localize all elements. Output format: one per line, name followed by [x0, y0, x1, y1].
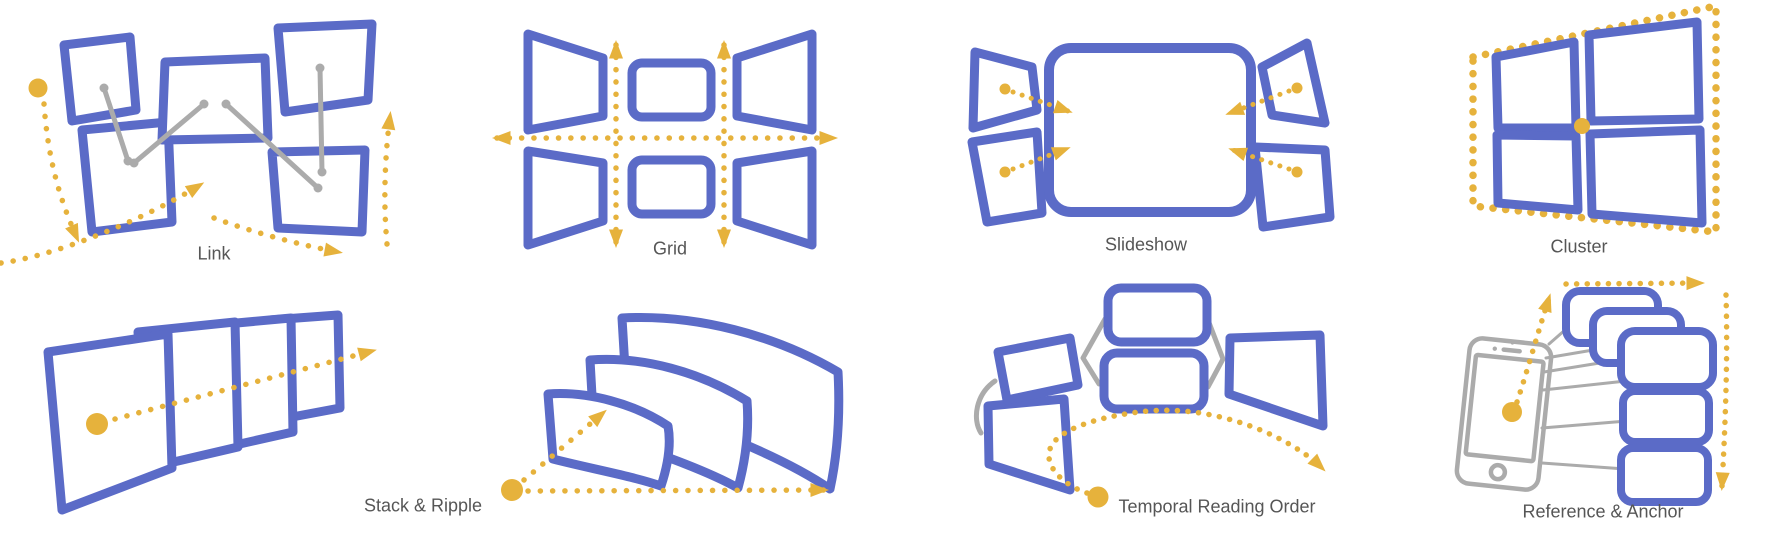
origin-dot	[1291, 166, 1303, 178]
dotted-arrow	[525, 483, 829, 498]
frame	[1617, 327, 1717, 391]
frame	[523, 29, 608, 135]
frame	[59, 32, 141, 126]
label-stack-ripple: Stack & Ripple	[363, 495, 483, 516]
frame	[1584, 17, 1704, 126]
label-reference-anchor: Reference & Anchor	[1522, 501, 1684, 522]
stack-diagram	[43, 310, 377, 515]
label-slideshow: Slideshow	[1104, 234, 1188, 255]
chevron-left-icon	[1080, 316, 1108, 387]
dotted-arrow	[112, 347, 377, 422]
origin-dot	[999, 83, 1011, 95]
frame	[993, 333, 1083, 405]
curved-frame	[543, 389, 674, 491]
frame	[1099, 348, 1209, 414]
speaker-icon	[1501, 347, 1522, 354]
connector-endpoint	[221, 99, 231, 109]
frame	[1250, 142, 1335, 232]
frame	[732, 146, 817, 250]
frame	[1617, 444, 1712, 506]
dotted-arrow	[1563, 276, 1705, 291]
chevron-right-icon	[1205, 317, 1226, 390]
origin-dot	[1087, 486, 1109, 508]
frame	[1585, 125, 1707, 228]
frame	[627, 155, 716, 219]
connector-line	[131, 101, 207, 166]
dotted-arrow	[41, 101, 80, 243]
cluster-center-dot	[1574, 118, 1590, 134]
label-temporal-reading-order: Temporal Reading Order	[1118, 496, 1316, 517]
origin-dot	[999, 166, 1011, 178]
cluster-diagram	[1469, 2, 1720, 236]
dotted-arrow	[211, 215, 343, 257]
frame	[627, 58, 716, 122]
label-link: Link	[197, 243, 231, 264]
dotted-arrow	[381, 111, 396, 247]
frame	[1492, 130, 1583, 215]
temporal-reading-order-diagram	[973, 283, 1328, 508]
reference-line	[1540, 419, 1629, 430]
connector-endpoint	[199, 99, 209, 109]
dotted-arrow	[1225, 88, 1292, 116]
link-connectors	[99, 63, 327, 193]
camera-icon	[1492, 346, 1497, 351]
frame	[1257, 38, 1330, 128]
sensor-dot-icon	[1510, 341, 1515, 345]
frame	[1619, 387, 1713, 446]
frame	[732, 29, 817, 135]
connector-endpoint	[313, 183, 323, 193]
grid-diagram	[492, 29, 838, 250]
connector-endpoint	[129, 158, 139, 168]
connector-endpoint	[99, 83, 109, 93]
dotted-arrow	[1010, 146, 1071, 172]
main-slide-frame	[1044, 43, 1256, 217]
dotted-arrow	[1010, 89, 1073, 114]
link-diagram	[0, 19, 396, 266]
connector-line	[223, 101, 321, 191]
frame	[523, 146, 608, 250]
origin-dot	[501, 479, 523, 501]
frame	[273, 19, 377, 117]
reference-line	[1540, 461, 1627, 471]
origin-dot	[86, 413, 108, 435]
dotted-arrow	[1228, 147, 1292, 172]
dotted-arrow	[521, 409, 607, 483]
frame	[1103, 283, 1212, 347]
label-grid: Grid	[652, 238, 688, 259]
frame	[1491, 37, 1581, 133]
dotted-arrow	[1514, 293, 1552, 405]
connector-endpoint	[315, 63, 325, 73]
arc-bracket	[973, 378, 998, 436]
reference-anchor-diagram	[1454, 276, 1730, 506]
connector-line	[317, 65, 325, 175]
dotted-arrow	[0, 182, 205, 266]
home-button-icon	[1488, 462, 1508, 482]
connector-line	[101, 85, 131, 164]
origin-dot	[28, 78, 48, 98]
origin-dot	[1291, 82, 1303, 94]
frame	[1224, 330, 1328, 431]
dotted-arc-arrow	[1046, 407, 1326, 496]
frame	[43, 329, 177, 515]
connector-endpoint	[317, 167, 327, 177]
frame	[983, 394, 1075, 495]
reference-line	[1541, 379, 1628, 392]
dotted-arrow	[1715, 292, 1730, 491]
ripple-diagram	[501, 313, 844, 501]
slideshow-diagram	[967, 38, 1335, 232]
dotted-boundary	[1469, 2, 1720, 236]
label-cluster: Cluster	[1550, 236, 1608, 257]
origin-dot	[1502, 402, 1522, 422]
